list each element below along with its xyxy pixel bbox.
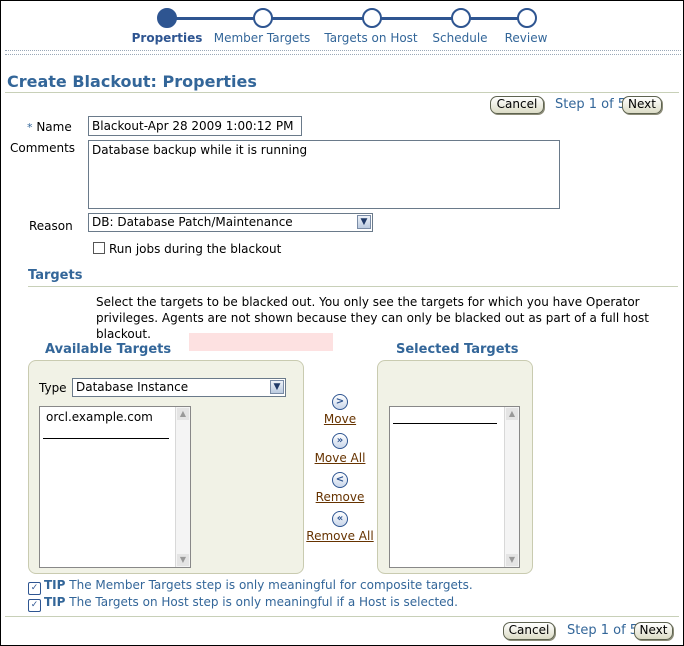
scroll-up-icon[interactable]: ▲ (506, 408, 518, 420)
targets-heading: Targets (28, 268, 83, 283)
comments-label: Comments (10, 141, 76, 155)
remove-all-link[interactable]: Remove All (306, 529, 374, 543)
reason-select[interactable]: DB: Database Patch/Maintenance ▼ (88, 213, 373, 232)
step-indicator-bottom: Step 1 of 5 (567, 623, 639, 638)
train-label-schedule[interactable]: Schedule (432, 31, 488, 45)
train-divider-1 (5, 50, 681, 51)
move-link[interactable]: Move (323, 412, 357, 426)
chevron-down-icon[interactable]: ▼ (270, 380, 284, 394)
targets-rule (28, 286, 678, 287)
available-list-scrollbar[interactable]: ▲ ▼ (175, 407, 190, 567)
train-step-properties-node (157, 8, 177, 28)
run-jobs-label: Run jobs during the blackout (109, 242, 282, 256)
train-step-targets-on-host-node[interactable] (362, 8, 382, 28)
type-selected-value: Database Instance (76, 380, 189, 394)
available-targets-list[interactable]: orcl.example.com ▲ ▼ (39, 406, 191, 568)
tip-label: TIP (44, 595, 66, 609)
run-jobs-checkbox[interactable] (93, 242, 105, 254)
train-step-member-targets-node[interactable] (253, 8, 273, 28)
selected-targets-list[interactable]: ▲ ▼ (389, 406, 520, 568)
list-separator (43, 438, 169, 439)
list-separator (393, 423, 497, 424)
name-label-text: Name (36, 120, 72, 134)
chevron-down-icon[interactable]: ▼ (357, 215, 371, 229)
title-rule (5, 92, 679, 93)
remove-link[interactable]: Remove (315, 490, 365, 504)
train-label-properties: Properties (131, 31, 203, 45)
cancel-button-top[interactable]: Cancel (490, 96, 544, 114)
train-step-review-node[interactable] (517, 8, 537, 28)
type-select[interactable]: Database Instance ▼ (72, 378, 286, 397)
comments-textarea[interactable]: Database backup while it is running (88, 140, 560, 209)
check-icon: ✓ (28, 582, 41, 595)
tip-member-targets: ✓TIP The Member Targets step is only mea… (28, 578, 473, 595)
cancel-button-bottom[interactable]: Cancel (503, 622, 555, 640)
required-marker: * (27, 121, 33, 134)
tip-text: The Member Targets step is only meaningf… (69, 578, 473, 592)
type-label: Type (39, 381, 67, 395)
bottom-rule (5, 616, 679, 617)
move-all-icon[interactable]: » (332, 433, 348, 449)
scroll-down-icon[interactable]: ▼ (177, 554, 189, 566)
next-button-top[interactable]: Next (622, 96, 662, 114)
list-item[interactable]: orcl.example.com (46, 410, 153, 424)
train-divider-2 (5, 54, 681, 55)
tip-targets-on-host: ✓TIP The Targets on Host step is only me… (28, 595, 458, 612)
scroll-down-icon[interactable]: ▼ (506, 554, 518, 566)
reason-label: Reason (29, 219, 73, 233)
reason-selected-value: DB: Database Patch/Maintenance (92, 215, 293, 229)
page-title: Create Blackout: Properties (7, 72, 257, 91)
next-button-bottom[interactable]: Next (634, 622, 673, 640)
targets-instructions: Select the targets to be blacked out. Yo… (96, 295, 649, 341)
remove-all-icon[interactable]: « (332, 511, 348, 527)
train-label-member-targets[interactable]: Member Targets (213, 31, 311, 45)
check-icon: ✓ (28, 599, 41, 612)
tip-text: The Targets on Host step is only meaning… (69, 595, 458, 609)
train-label-targets-on-host[interactable]: Targets on Host (324, 31, 418, 45)
name-input[interactable]: Blackout-Apr 28 2009 1:00:12 PM (88, 116, 302, 136)
name-label: * Name (27, 120, 72, 134)
move-icon[interactable]: > (332, 394, 348, 410)
train-label-review[interactable]: Review (504, 31, 548, 45)
train-step-schedule-node[interactable] (451, 8, 471, 28)
selected-list-scrollbar[interactable]: ▲ ▼ (504, 407, 519, 567)
selected-targets-heading: Selected Targets (396, 342, 519, 357)
remove-icon[interactable]: < (332, 472, 348, 488)
scroll-up-icon[interactable]: ▲ (177, 408, 189, 420)
available-targets-heading: Available Targets (45, 342, 172, 357)
step-indicator-top: Step 1 of 5 (555, 97, 627, 112)
train-connector (167, 17, 527, 20)
tip-label: TIP (44, 578, 66, 592)
highlight-band (189, 333, 333, 351)
move-all-link[interactable]: Move All (314, 451, 366, 465)
